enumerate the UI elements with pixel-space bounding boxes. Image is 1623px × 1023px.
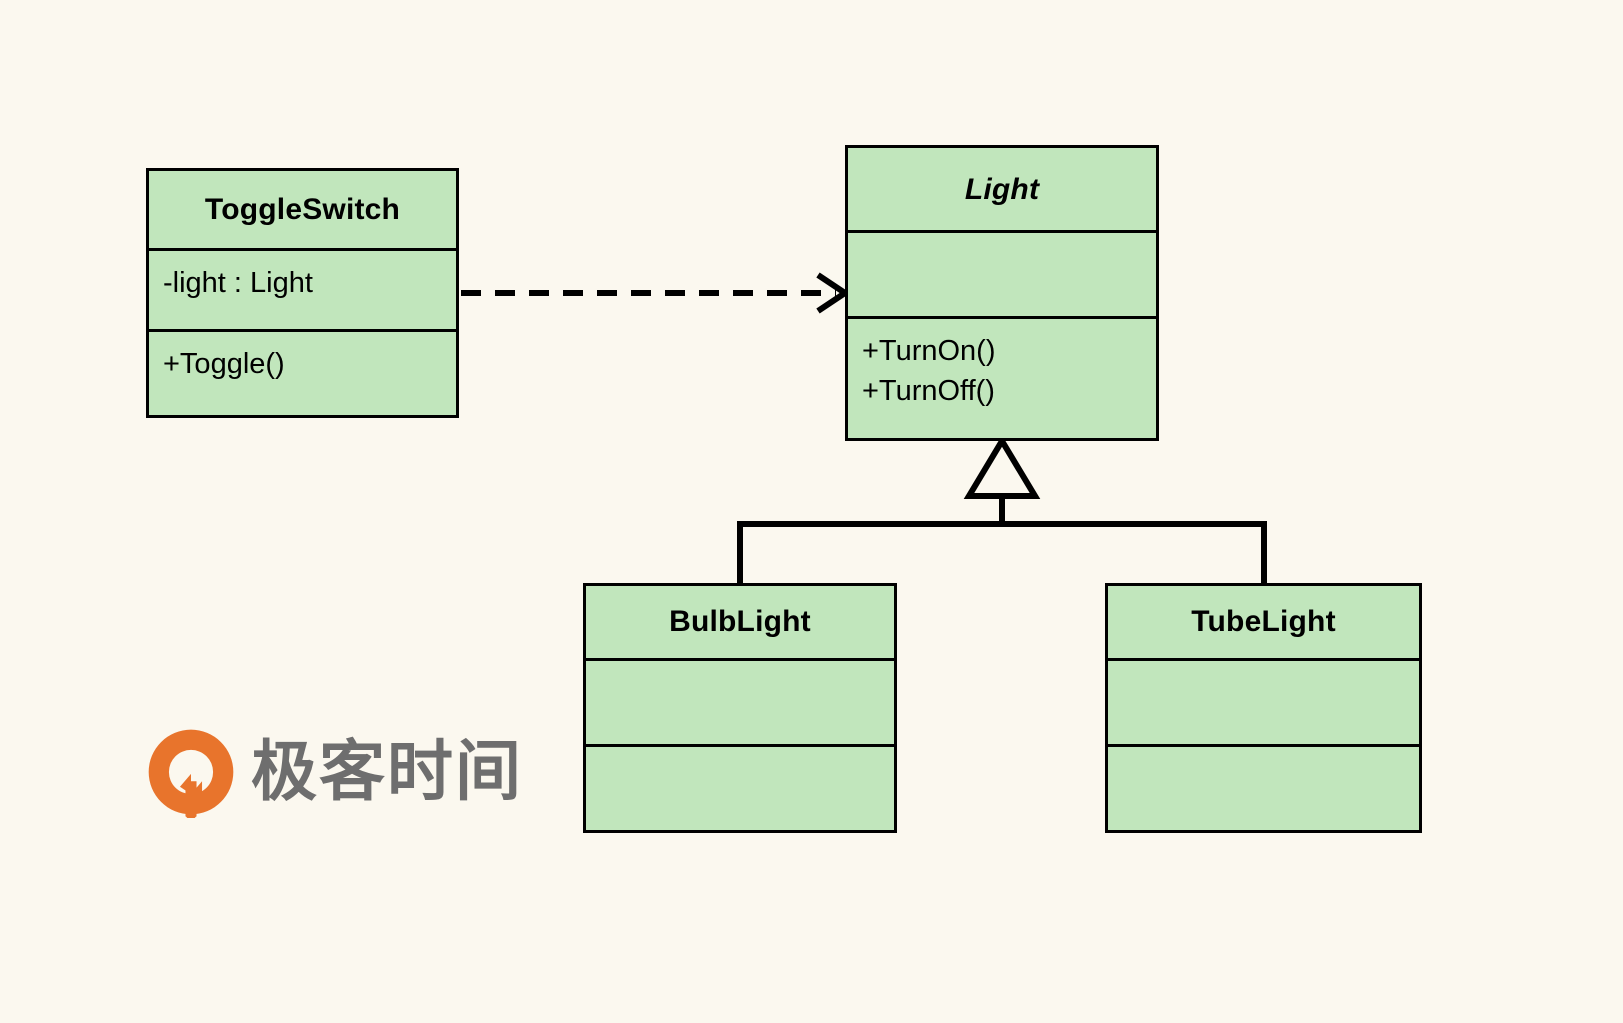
class-box-tubelight[interactable]: TubeLight bbox=[1105, 583, 1422, 833]
class-title-compartment: Light bbox=[848, 148, 1156, 230]
generalization-hollow-triangle bbox=[963, 435, 1041, 499]
class-title-compartment: TubeLight bbox=[1108, 586, 1419, 658]
class-attributes-compartment bbox=[848, 230, 1156, 316]
class-operation: +Toggle() bbox=[163, 347, 285, 380]
class-operations-compartment: +Toggle() bbox=[149, 328, 456, 415]
class-operation: +TurnOn() bbox=[862, 335, 996, 368]
class-title-compartment: ToggleSwitch bbox=[149, 171, 456, 248]
class-name-tubelight: TubeLight bbox=[1191, 605, 1336, 639]
class-name-light: Light bbox=[964, 172, 1040, 206]
class-box-bulblight[interactable]: BulbLight bbox=[583, 583, 897, 833]
class-title-compartment: BulbLight bbox=[586, 586, 894, 658]
class-operations-compartment bbox=[1108, 744, 1419, 830]
class-operations-compartment bbox=[586, 744, 894, 830]
class-name-toggleswitch: ToggleSwitch bbox=[204, 192, 401, 226]
class-box-toggleswitch[interactable]: ToggleSwitch -light : Light +Toggle() bbox=[146, 168, 459, 418]
geek-time-logo: 极客时间 bbox=[145, 726, 523, 818]
dependency-open-arrowhead bbox=[816, 272, 851, 314]
class-attribute: -light : Light bbox=[163, 266, 313, 299]
class-operations-compartment: +TurnOn() +TurnOff() bbox=[848, 316, 1156, 438]
class-attributes-compartment: -light : Light bbox=[149, 247, 456, 329]
geek-time-mark-icon bbox=[148, 729, 234, 818]
dependency-arrow-toggleswitch-light bbox=[461, 272, 851, 314]
class-name-bulblight: BulbLight bbox=[669, 605, 811, 639]
class-operation: +TurnOff() bbox=[862, 375, 995, 408]
class-box-light[interactable]: Light +TurnOn() +TurnOff() bbox=[845, 145, 1159, 441]
geek-time-logo-text: 极客时间 bbox=[251, 733, 523, 810]
generalization-tree bbox=[737, 435, 1267, 585]
class-attributes-compartment bbox=[586, 657, 894, 744]
class-attributes-compartment bbox=[1108, 657, 1419, 744]
